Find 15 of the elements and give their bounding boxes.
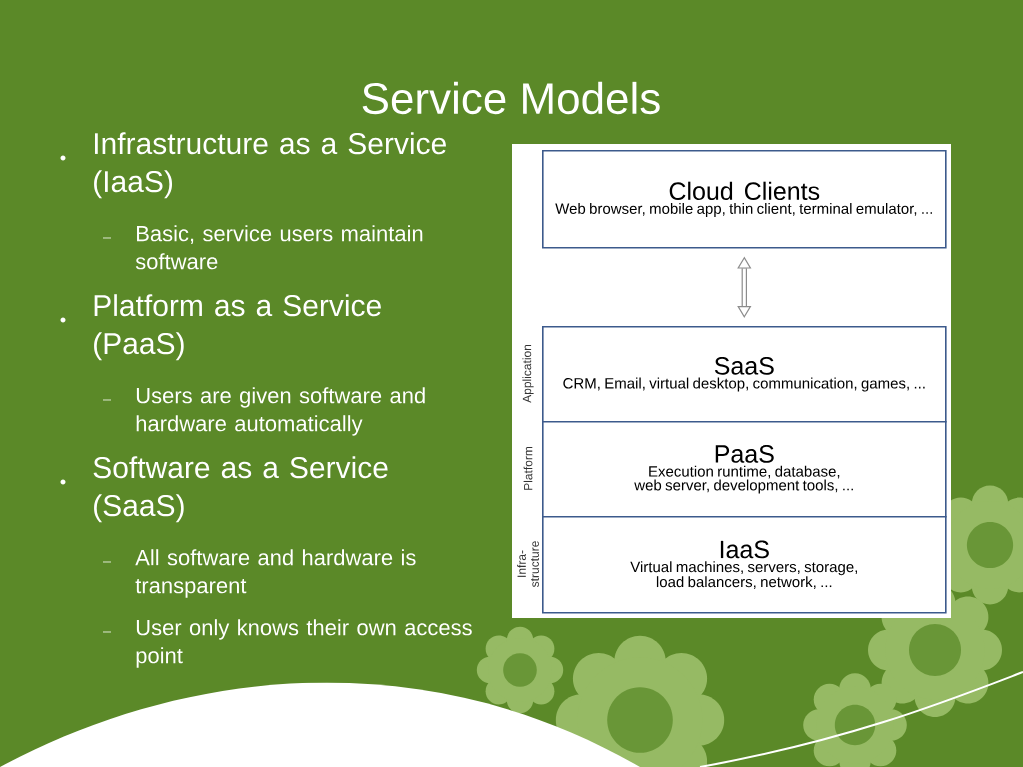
bullet-text: Users are given software and hardware automatically [136, 387, 425, 436]
slide-title: Service Models [362, 81, 660, 115]
bullet-text: Platform as a Service (PaaS) [94, 294, 381, 361]
bullet-text: User only knows their own access point [136, 619, 472, 668]
bullet-text: Basic, service users maintain software [135, 225, 423, 270]
layer-box: PaaS Execution runtime, database, web server, development tools, ... [542, 421, 947, 518]
bullet-text: Software as a Service (SaaS) [93, 456, 388, 523]
side-label: Application [522, 344, 534, 403]
layer-box: IaaS Virtual machines, servers, storage, load balancers, network, ... [542, 516, 947, 614]
side-label: Infra- structure [517, 541, 539, 587]
bullet-text: All software and hardware is transparent [135, 549, 416, 598]
layer-box: SaaS CRM, Email, virtual desktop, communication, games, ... [542, 326, 947, 423]
side-label: Platform [523, 446, 533, 490]
layer-box: Cloud Clients Web browser, mobile app, thin client, terminal emulator, ... [542, 150, 947, 249]
bullet-text: Infrastructure as a Service (IaaS) [94, 132, 446, 199]
